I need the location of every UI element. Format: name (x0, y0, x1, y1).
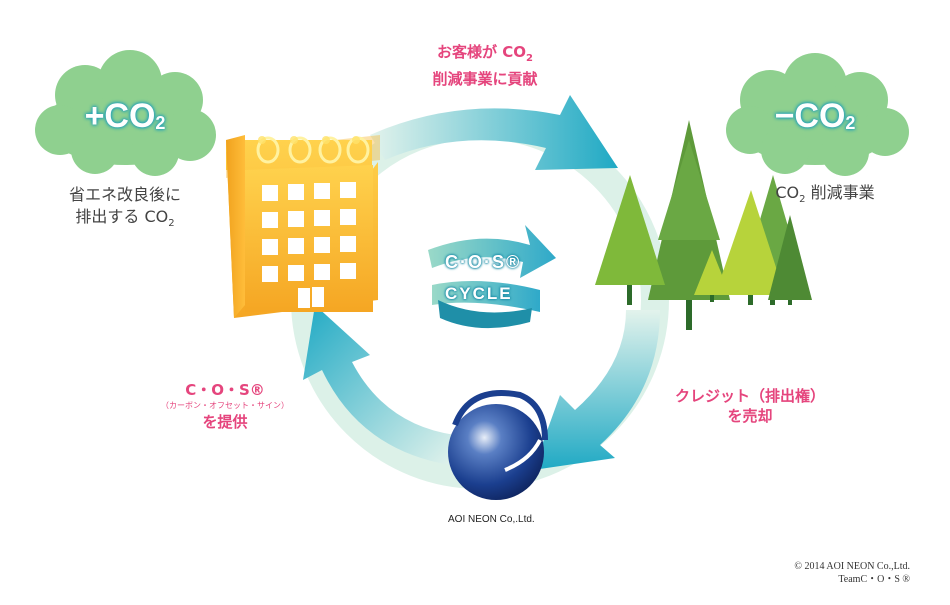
left-cloud (35, 50, 216, 176)
arrow-top (370, 95, 618, 170)
globe-icon (448, 390, 548, 500)
right-label: クレジット（排出権） を売却 (674, 387, 825, 425)
top-label: お客様が CO2 削減事業に貢献 (432, 43, 538, 88)
left-label: C・O・S® （カーボン・オフセット・サイン） を提供 (161, 381, 289, 431)
copyright: © 2014 AOI NEON Co.,Ltd. TeamC・O・S ® (794, 561, 910, 585)
building-icon (226, 135, 380, 318)
right-cloud-title: −CO2 (774, 97, 856, 135)
left-cloud-title: +CO2 (84, 97, 166, 135)
right-cloud (726, 53, 909, 176)
trees-icon (595, 120, 812, 330)
left-cloud-caption: 省エネ改良後に 排出する CO2 (68, 185, 181, 230)
cos-cycle-logo (428, 225, 556, 329)
arrow-right (533, 310, 660, 470)
cos-cycle-logo-line1: C·O·S® (445, 252, 522, 272)
arrow-left (303, 305, 455, 465)
right-cloud-caption: CO2 削減事業 (775, 183, 875, 206)
company-name: AOI NEON Co,.Ltd. (448, 514, 535, 525)
cos-cycle-logo-line2: CYCLE (445, 284, 513, 303)
